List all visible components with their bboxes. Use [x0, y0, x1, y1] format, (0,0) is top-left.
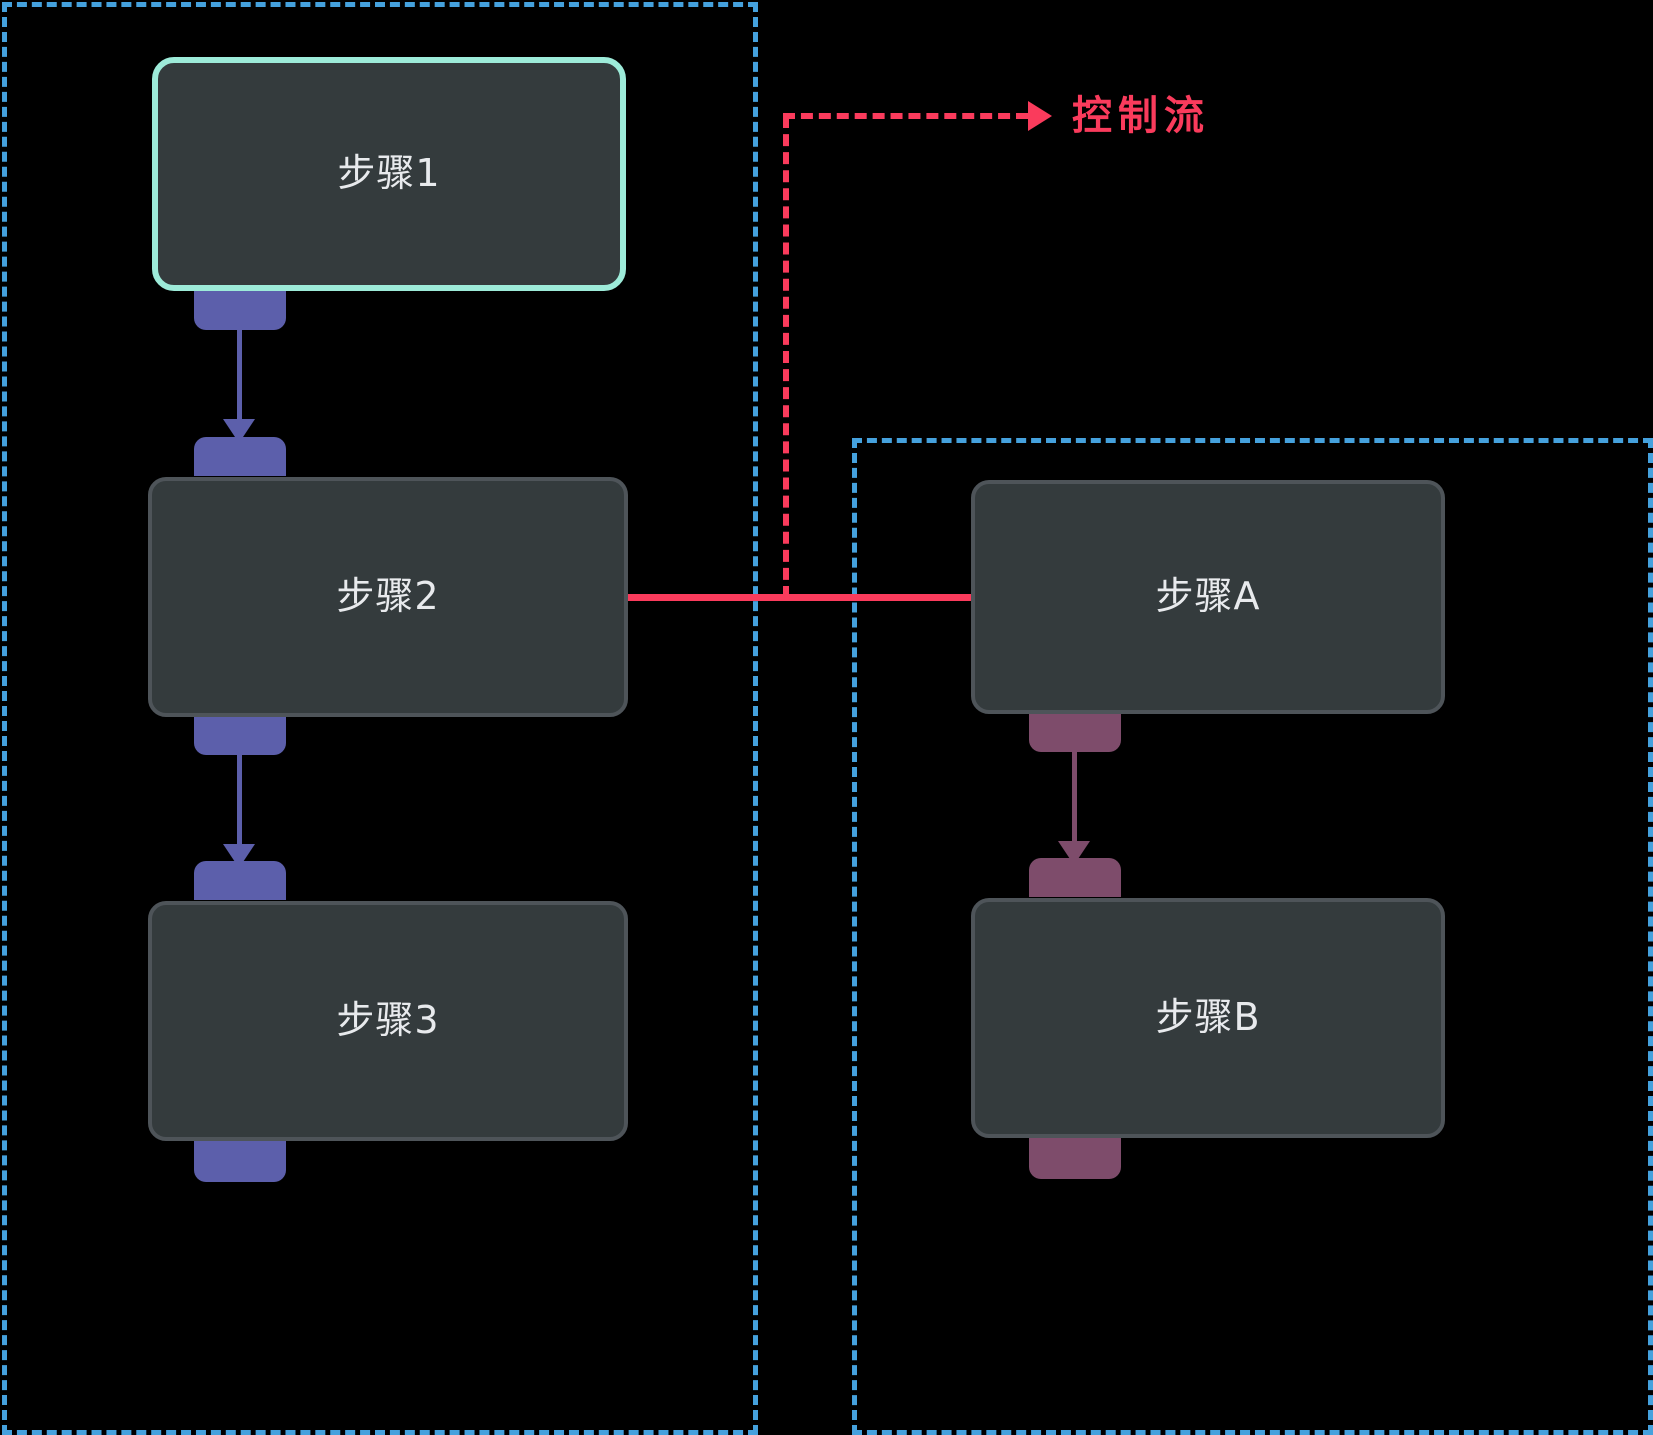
node-step3[interactable]: 步骤3 — [148, 901, 628, 1141]
node-step2[interactable]: 步骤2 — [148, 477, 628, 717]
node-stepA-label: 步骤A — [1155, 574, 1261, 618]
control-flow-arrow-icon — [1028, 101, 1052, 131]
port-step2-input[interactable] — [194, 437, 286, 476]
control-flow-dashed-horizontal — [783, 113, 1028, 119]
node-stepA[interactable]: 步骤A — [971, 480, 1445, 714]
node-stepB[interactable]: 步骤B — [971, 898, 1445, 1138]
node-step1[interactable]: 步骤1 — [152, 57, 626, 291]
node-stepB-label: 步骤B — [1155, 995, 1261, 1039]
control-flow-line-step2-stepA — [626, 594, 974, 601]
port-step2-output[interactable] — [194, 716, 286, 755]
group-container-right — [852, 438, 1653, 1435]
port-step1-output[interactable] — [194, 291, 286, 330]
port-stepA-output[interactable] — [1029, 713, 1121, 752]
group-container-left — [2, 2, 758, 1435]
port-stepB-input[interactable] — [1029, 858, 1121, 897]
edge-step1-to-step2-line — [237, 330, 242, 431]
node-step2-label: 步骤2 — [336, 574, 440, 618]
edge-step2-to-step3-line — [237, 755, 242, 856]
port-step3-output[interactable] — [194, 1140, 286, 1182]
edge-stepA-to-stepB-line — [1072, 752, 1077, 853]
control-flow-dashed-vertical — [783, 116, 789, 598]
port-stepB-output[interactable] — [1029, 1137, 1121, 1179]
legend-label-control-flow: 控制流 — [1072, 93, 1210, 139]
port-step3-input[interactable] — [194, 861, 286, 900]
node-step3-label: 步骤3 — [336, 998, 440, 1042]
node-step1-label: 步骤1 — [337, 151, 441, 195]
